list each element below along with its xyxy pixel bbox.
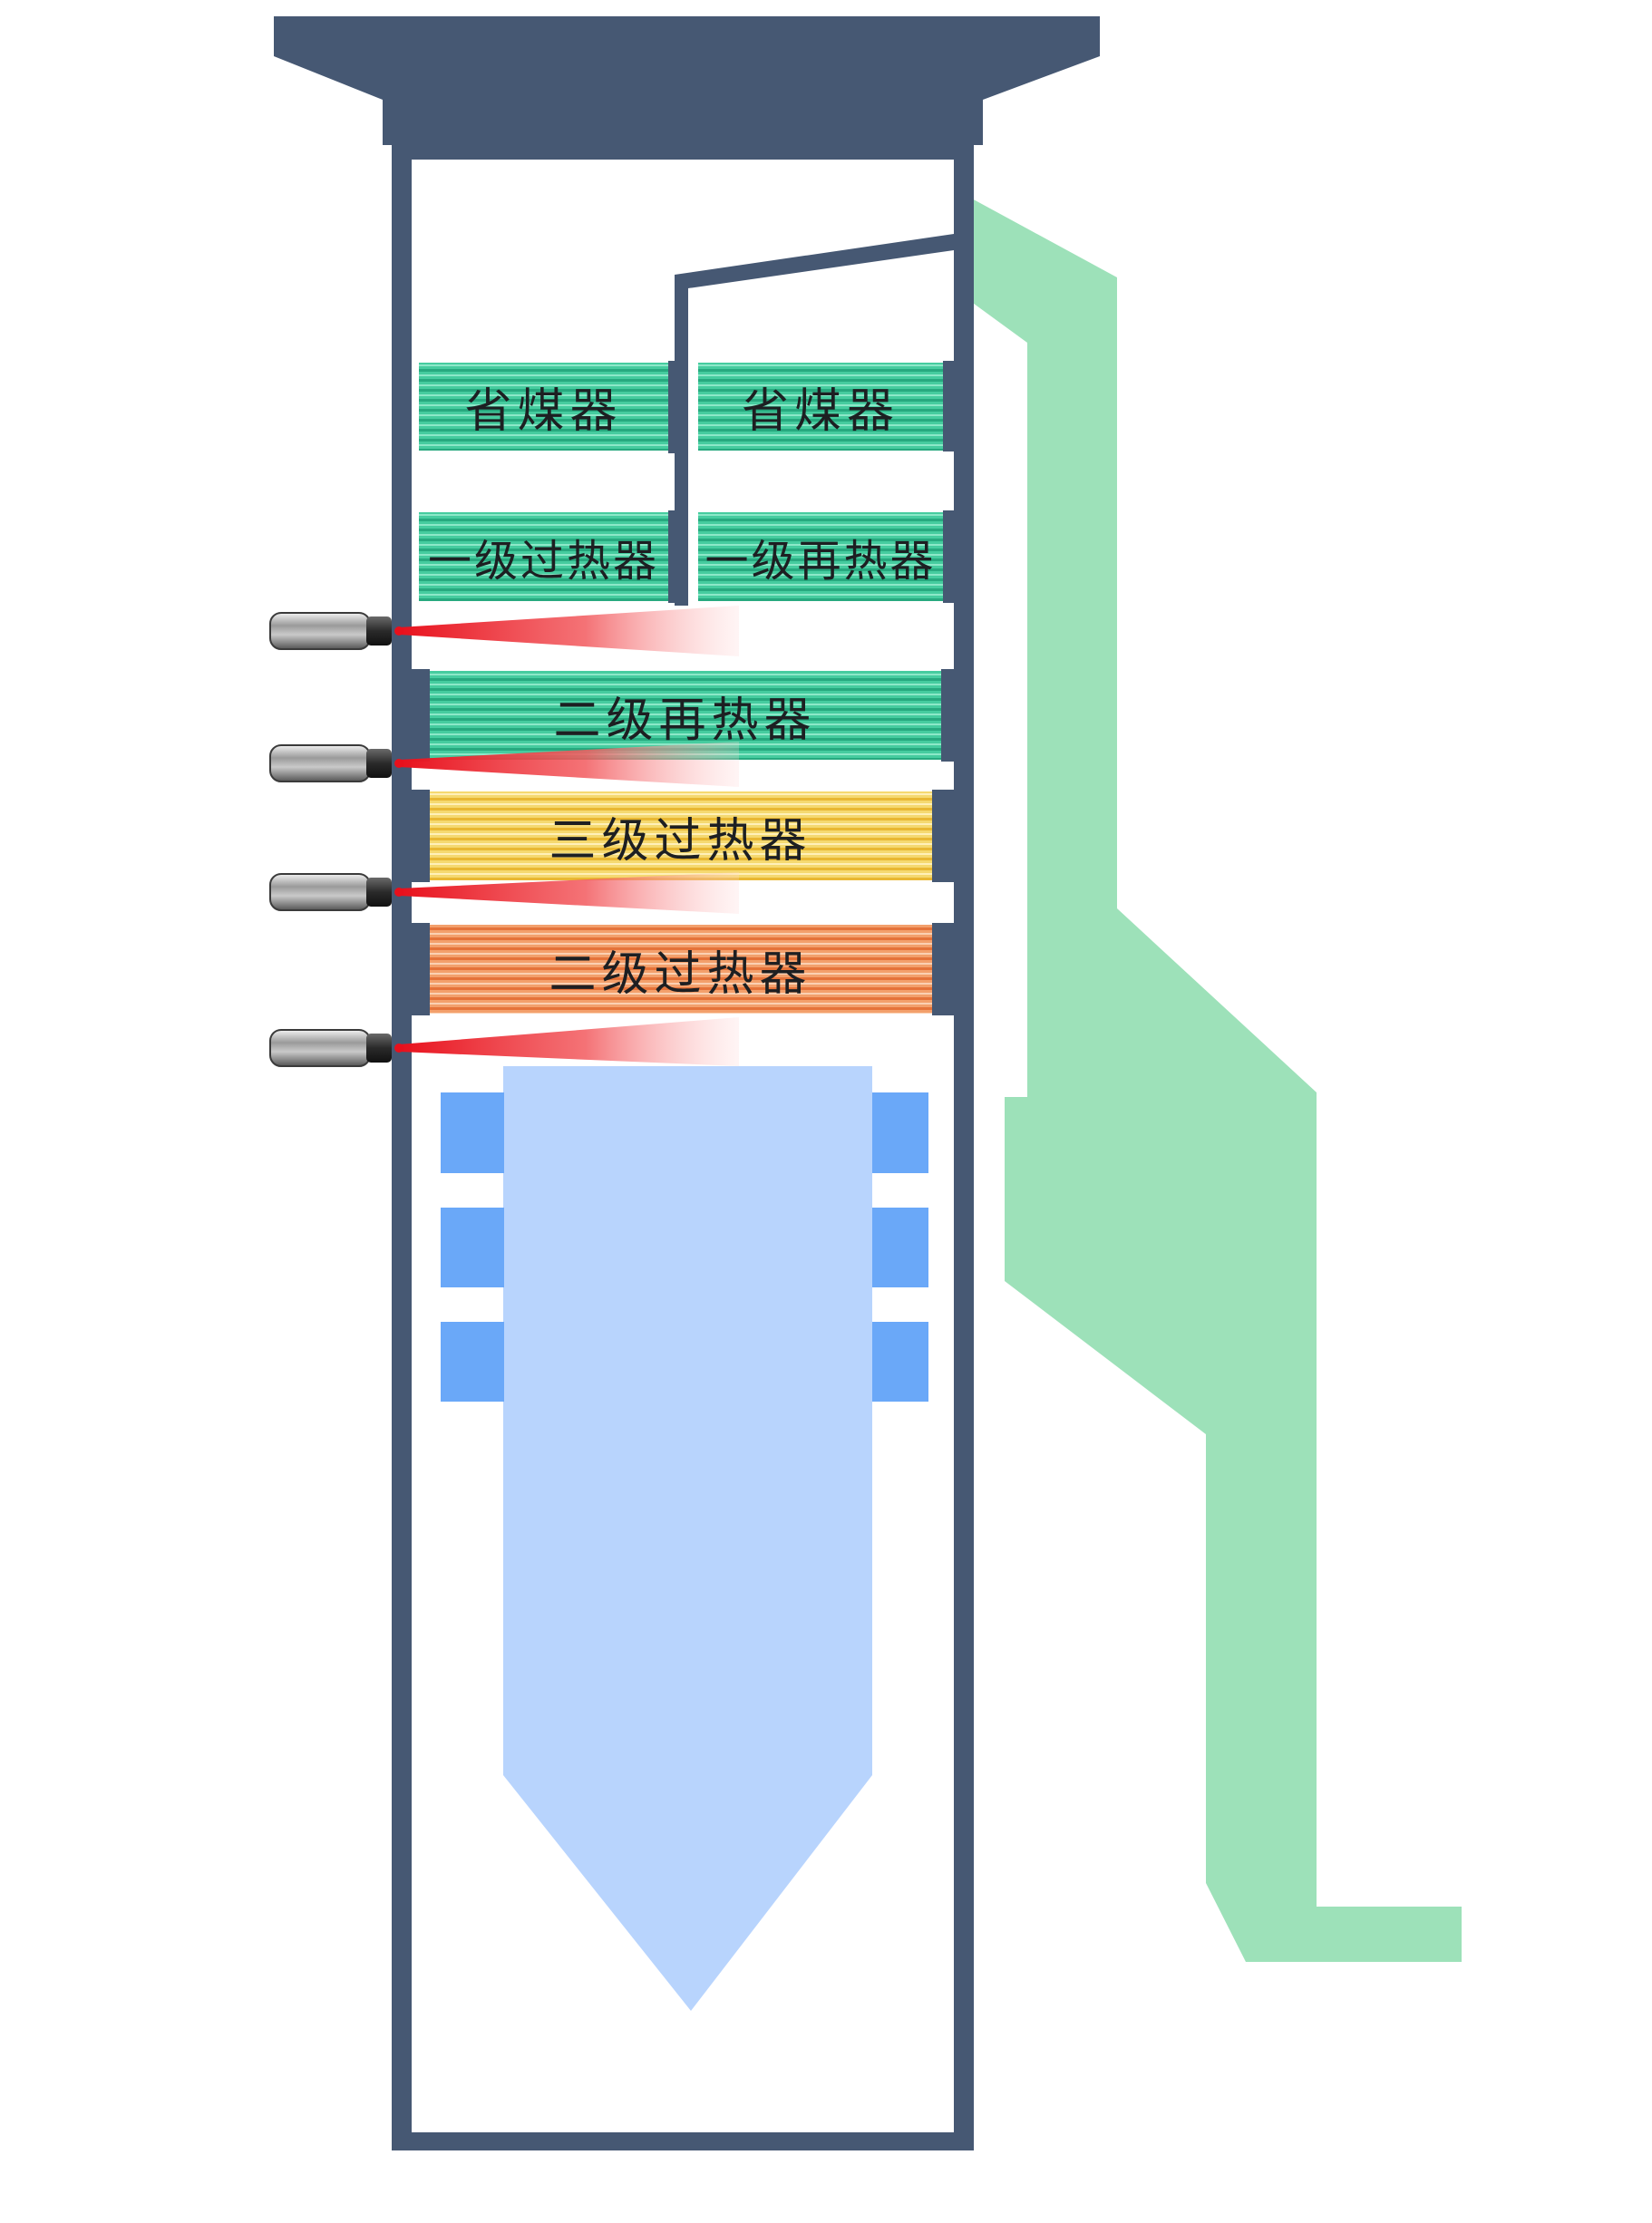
laser-sensor [269,873,403,911]
label-primary-reheater: 一级再热器 [705,536,937,587]
furnace-body [503,1066,872,2011]
sensor-head [366,1034,392,1063]
burner [441,1322,504,1402]
burner-group-right [872,1092,928,1402]
sensor-head [366,616,392,646]
laser-sensor [269,612,403,650]
flue-duct [970,198,1462,1962]
wall-block [943,510,956,603]
sensor-head [366,878,392,907]
burner [441,1208,504,1287]
panel-secondary-superheater [429,925,932,1014]
left-wall [392,145,412,2149]
label-economizer-left: 省煤器 [464,384,623,439]
laser-beam [399,742,739,787]
sensor-body [269,612,371,650]
center-divider [668,510,675,603]
panel-primary-superheater [419,512,668,601]
burner-group-left [441,1092,504,1402]
wall-block [932,923,956,1015]
burner [872,1322,928,1402]
sensor-head [366,749,392,778]
panel-tertiary-superheater [429,791,932,880]
wall-block [410,669,430,762]
wall-block [932,790,956,882]
laser-beam [399,606,739,656]
laser-sensor [269,744,403,782]
label-secondary-reheater: 二级再热器 [553,693,817,748]
wall-block [941,669,956,762]
label-primary-superheater: 一级过热器 [427,536,659,587]
panel-economizer-left [419,363,668,451]
laser-beam [399,1017,739,1066]
label-economizer-right: 省煤器 [741,384,899,439]
sensor-lens [394,888,403,897]
panel-primary-reheater [698,512,943,601]
bottom-wall [392,2132,974,2150]
baffle-wall [675,234,954,606]
burner [872,1092,928,1173]
sensor-body [269,744,371,782]
sensor-body [269,1029,371,1067]
burner [872,1208,928,1287]
roof-neck [392,141,972,160]
wall-block [410,923,430,1015]
boiler-walls [274,16,1100,2150]
right-wall [954,145,974,2149]
burner [441,1092,504,1173]
sensor-lens [394,626,403,636]
sensor-lens [394,1044,403,1053]
sensors [269,612,403,1067]
label-tertiary-superheater: 三级过热器 [549,813,812,869]
laser-sensor [269,1029,403,1067]
sensor-lens [394,759,403,768]
boiler-roof [274,16,1100,145]
wall-block [943,361,956,451]
sensor-body [269,873,371,911]
panel-economizer-right [698,363,943,451]
label-secondary-superheater: 二级过热器 [549,946,812,1002]
laser-beam [399,872,739,914]
center-divider [668,361,675,453]
laser-beams [399,606,739,1066]
wall-block [410,790,430,882]
